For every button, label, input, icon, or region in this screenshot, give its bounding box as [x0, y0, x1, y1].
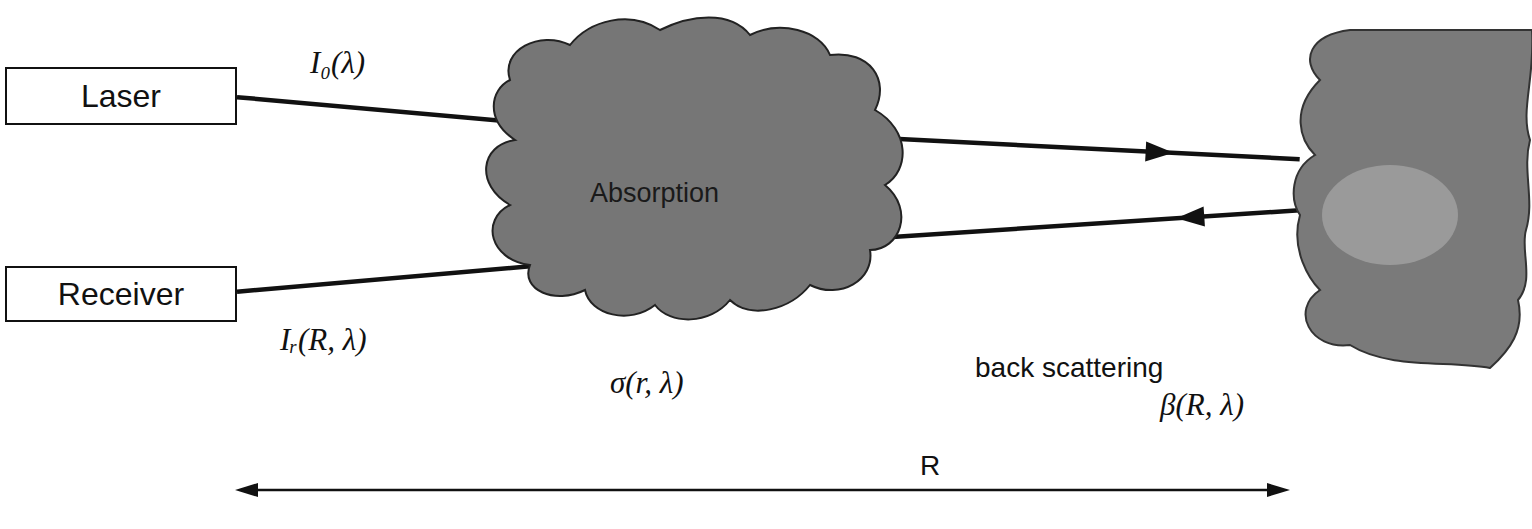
symbol-label: Iᵣ(R, λ): [280, 322, 366, 358]
cloud-label: Absorption: [590, 178, 719, 209]
arrowhead: [1176, 206, 1205, 226]
absorption-cloud: Absorption: [470, 10, 920, 330]
box-label: Laser: [81, 78, 161, 115]
receiver-box: Receiver: [5, 266, 237, 322]
beam-path: [889, 206, 1300, 237]
scatter-core: [1322, 165, 1458, 265]
beam-path: [237, 266, 533, 292]
symbol-label: I₀(λ): [310, 45, 365, 81]
arrowhead: [1145, 141, 1173, 161]
symbol-label: β(R, λ): [1160, 387, 1244, 423]
dimension-line: [250, 489, 1275, 492]
box-label: Receiver: [58, 276, 184, 313]
beam-path: [880, 138, 1300, 161]
cloud-outline: [1290, 30, 1532, 370]
dimension-label: R: [920, 450, 940, 482]
dimension-arrowhead: [1267, 483, 1290, 497]
dimension-arrowhead: [235, 483, 258, 497]
cloud-caption: back scattering: [975, 352, 1163, 384]
scattering-cloud: back scatteringβ(R, λ): [1290, 30, 1532, 370]
beam-path: [237, 97, 515, 122]
cloud-outline: [470, 10, 920, 330]
laser-box: Laser: [5, 67, 237, 125]
symbol-label: σ(r, λ): [610, 365, 684, 401]
